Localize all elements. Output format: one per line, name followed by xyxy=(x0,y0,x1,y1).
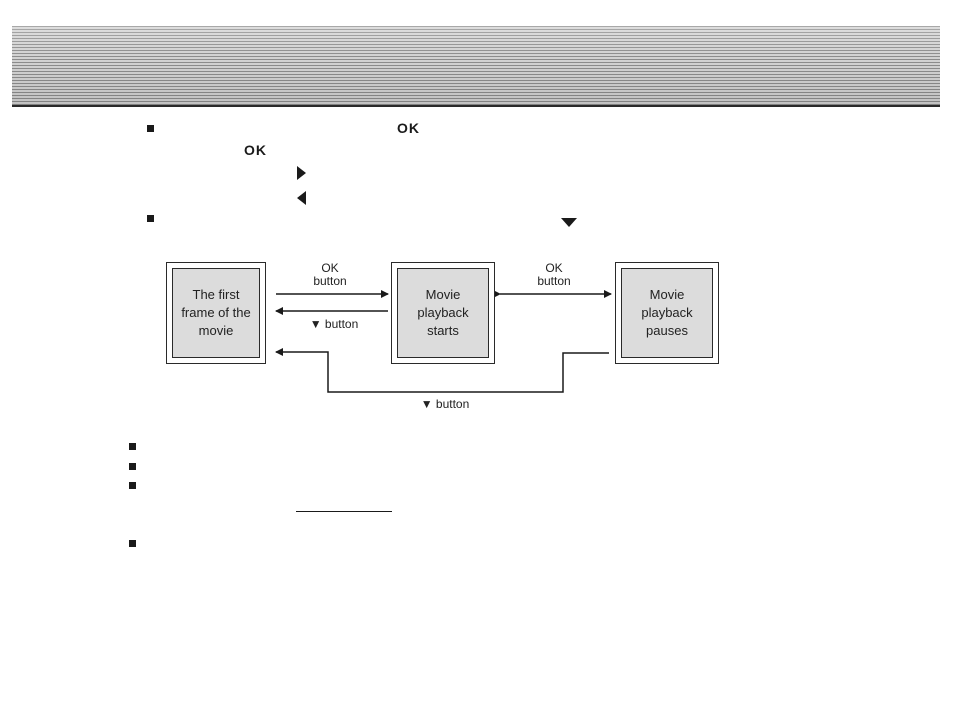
triangle-down-icon xyxy=(561,218,577,227)
node-text-line: Movie xyxy=(649,287,685,302)
square-bullet-icon xyxy=(129,463,136,470)
node-text-line: The first xyxy=(192,287,240,302)
edge-label-line: button xyxy=(313,274,347,288)
node-text-line: starts xyxy=(427,323,459,338)
ok-key-label: OK xyxy=(244,142,267,158)
edge-label-down-starts-to-first: ▼ button xyxy=(309,317,359,331)
square-bullet-icon xyxy=(129,443,136,450)
header-banner-shade xyxy=(12,26,940,106)
header-divider xyxy=(12,105,940,107)
square-bullet-icon xyxy=(129,482,136,489)
edge-label-line: button xyxy=(537,274,571,288)
edge-label-ok-starts-to-pauses: OK button xyxy=(524,262,584,288)
square-bullet-icon xyxy=(147,125,154,132)
node-text-line: Movie xyxy=(425,287,461,302)
node-text-line: playback xyxy=(417,305,469,320)
node-playback-pauses: Movie playback pauses xyxy=(615,262,719,364)
node-text-line: pauses xyxy=(646,323,688,338)
edge-label-line: OK xyxy=(321,261,339,275)
node-playback-pauses-label: Movie playback pauses xyxy=(621,268,713,358)
node-text-line: movie xyxy=(198,323,234,338)
edge-pauses-to-first xyxy=(275,348,609,393)
ok-key-label: OK xyxy=(397,120,420,136)
edge-label-ok-first-to-starts: OK button xyxy=(300,262,360,288)
node-first-frame-label: The first frame of the movie xyxy=(172,268,260,358)
node-playback-starts-label: Movie playback starts xyxy=(397,268,489,358)
underline-rule xyxy=(296,511,392,512)
edge-label-down-pauses-to-first: ▼ button xyxy=(420,397,470,411)
triangle-left-icon xyxy=(297,191,306,205)
edge-label-line: OK xyxy=(545,261,563,275)
square-bullet-icon xyxy=(129,540,136,547)
header-banner xyxy=(12,26,940,106)
square-bullet-icon xyxy=(147,215,154,222)
node-text-line: frame of the xyxy=(181,305,251,320)
node-text-line: playback xyxy=(641,305,693,320)
node-playback-starts: Movie playback starts xyxy=(391,262,495,364)
triangle-right-icon xyxy=(297,166,306,180)
node-first-frame: The first frame of the movie xyxy=(166,262,266,364)
